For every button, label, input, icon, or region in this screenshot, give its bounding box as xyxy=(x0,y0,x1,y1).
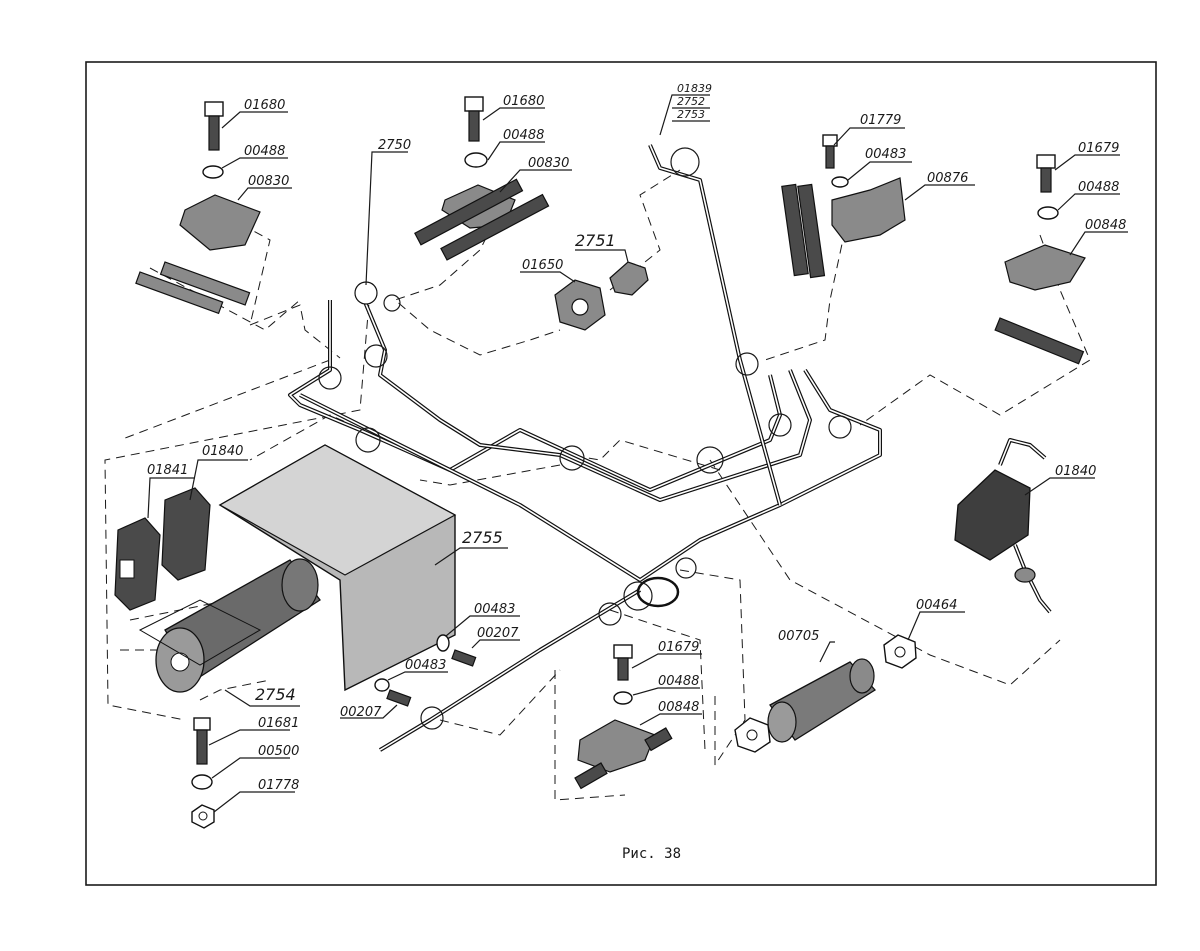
rod-icon xyxy=(135,271,224,315)
figure-caption: Рис. 38 xyxy=(622,846,681,862)
group-10-screws: 00483 00207 00483 00207 xyxy=(340,602,520,720)
label-2754: 2754 xyxy=(255,685,296,704)
group-14-fuel-filter: 01840 xyxy=(954,438,1096,614)
group-7-bolt-clamp: 01679 00488 00848 xyxy=(994,141,1128,365)
label-00488-a: 00488 xyxy=(244,144,285,159)
label-01841: 01841 xyxy=(147,463,188,478)
group-4-pipe-labels: 01839 2752 2753 xyxy=(659,82,712,136)
group-1-bolt-clamp: 01680 00488 00830 xyxy=(135,98,292,315)
label-01778: 01778 xyxy=(258,778,299,793)
bolt-icon xyxy=(204,101,224,151)
drawing-frame xyxy=(85,61,1157,886)
label-00207-b: 00207 xyxy=(340,705,382,720)
label-01681: 01681 xyxy=(258,716,299,731)
label-00848-a: 00848 xyxy=(1085,218,1126,233)
group-3-nut-fitting: 01650 2751 xyxy=(520,231,649,331)
label-01839: 01839 xyxy=(677,82,712,95)
label-00207-a: 00207 xyxy=(477,626,519,641)
group-8-filter-blocks: 01841 01840 xyxy=(114,444,248,611)
label-01679-a: 01679 xyxy=(1078,141,1119,156)
label-00464: 00464 xyxy=(916,598,957,613)
label-2755: 2755 xyxy=(462,528,503,547)
cylinder-icon xyxy=(155,558,321,693)
label-00500: 00500 xyxy=(258,744,299,759)
label-00830-a: 00830 xyxy=(248,174,289,189)
label-01840-b: 01840 xyxy=(1055,464,1096,479)
group-12-bolt-clamp: 01679 00488 00848 xyxy=(574,640,702,790)
label-01679-b: 01679 xyxy=(658,640,699,655)
group-2-bolt-clamp: 01680 00488 00830 xyxy=(414,94,572,261)
group-9-tank-housing: 2755 2754 xyxy=(138,444,508,707)
group-6-tube-bracket: 01779 00483 00876 xyxy=(781,113,975,279)
label-00848-b: 00848 xyxy=(658,700,699,715)
pipe-clamp-markers xyxy=(318,147,852,730)
group-5-2750: 2750 xyxy=(365,138,411,286)
label-00483-c: 00483 xyxy=(405,658,446,673)
label-00488-c: 00488 xyxy=(1078,180,1119,195)
label-2751: 2751 xyxy=(575,231,616,250)
label-2753: 2753 xyxy=(677,108,705,121)
label-00483-a: 00483 xyxy=(865,147,906,162)
label-01680-a: 01680 xyxy=(244,98,285,113)
label-00876: 00876 xyxy=(927,171,968,186)
group-11-bolt-nut: 01681 00500 01778 xyxy=(191,716,299,829)
label-2750: 2750 xyxy=(378,138,411,153)
label-01840-a: 01840 xyxy=(202,444,243,459)
label-01779: 01779 xyxy=(860,113,901,128)
group-13-filter-sleeve: 00705 00464 xyxy=(734,598,965,753)
label-00483-b: 00483 xyxy=(474,602,515,617)
label-00830-b: 00830 xyxy=(528,156,569,171)
clamp-bracket-icon xyxy=(179,194,261,251)
label-00488-d: 00488 xyxy=(658,674,699,689)
label-01650: 01650 xyxy=(522,258,563,273)
label-2752: 2752 xyxy=(677,95,705,108)
label-00488-b: 00488 xyxy=(503,128,544,143)
label-00705: 00705 xyxy=(778,629,819,644)
rod-icon xyxy=(159,261,251,306)
fuel-pipe-system xyxy=(288,144,882,752)
washer-icon xyxy=(202,165,224,179)
fitting-icon xyxy=(609,261,649,296)
label-01680-b: 01680 xyxy=(503,94,544,109)
